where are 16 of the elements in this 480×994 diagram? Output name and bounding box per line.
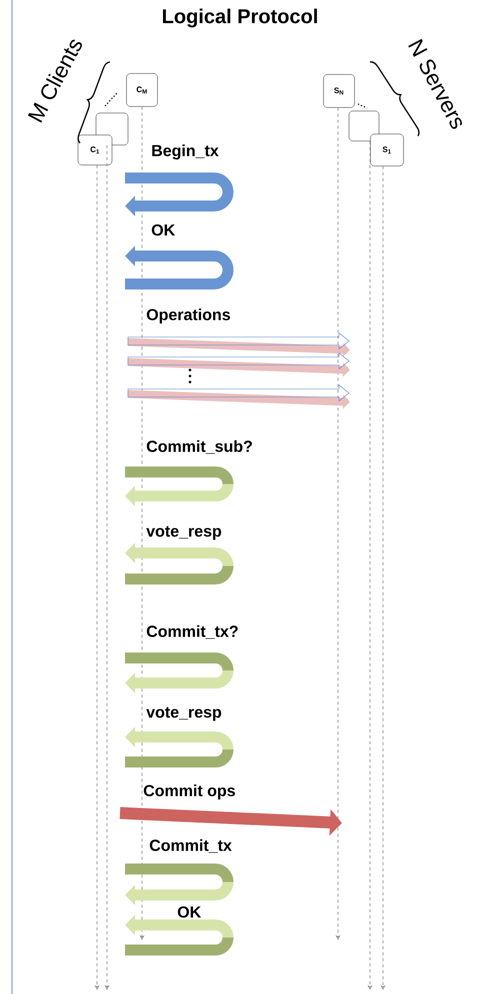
message-label: Commit_sub? [146, 440, 252, 454]
participant-box: C$_{M}$ [126, 73, 158, 107]
message-label: vote_resp [146, 707, 222, 721]
message-label: OK [152, 224, 176, 236]
message-label: Commit ops [144, 784, 235, 800]
message-label: Operations [146, 308, 230, 324]
participant-box: C$_{1}$ [78, 134, 112, 166]
message-label: Commit_tx? [146, 625, 238, 639]
title: Logical Protocol [163, 8, 317, 28]
message-label: OK [178, 906, 202, 918]
message-label: Commit_tx [150, 839, 232, 853]
participant-box: S$_{N}$ [323, 74, 355, 108]
participant-box [348, 110, 380, 142]
participant-box: S$_{1}$ [370, 134, 404, 166]
message-label: Begin_tx [152, 144, 219, 160]
message-label: vote_resp [146, 526, 222, 540]
